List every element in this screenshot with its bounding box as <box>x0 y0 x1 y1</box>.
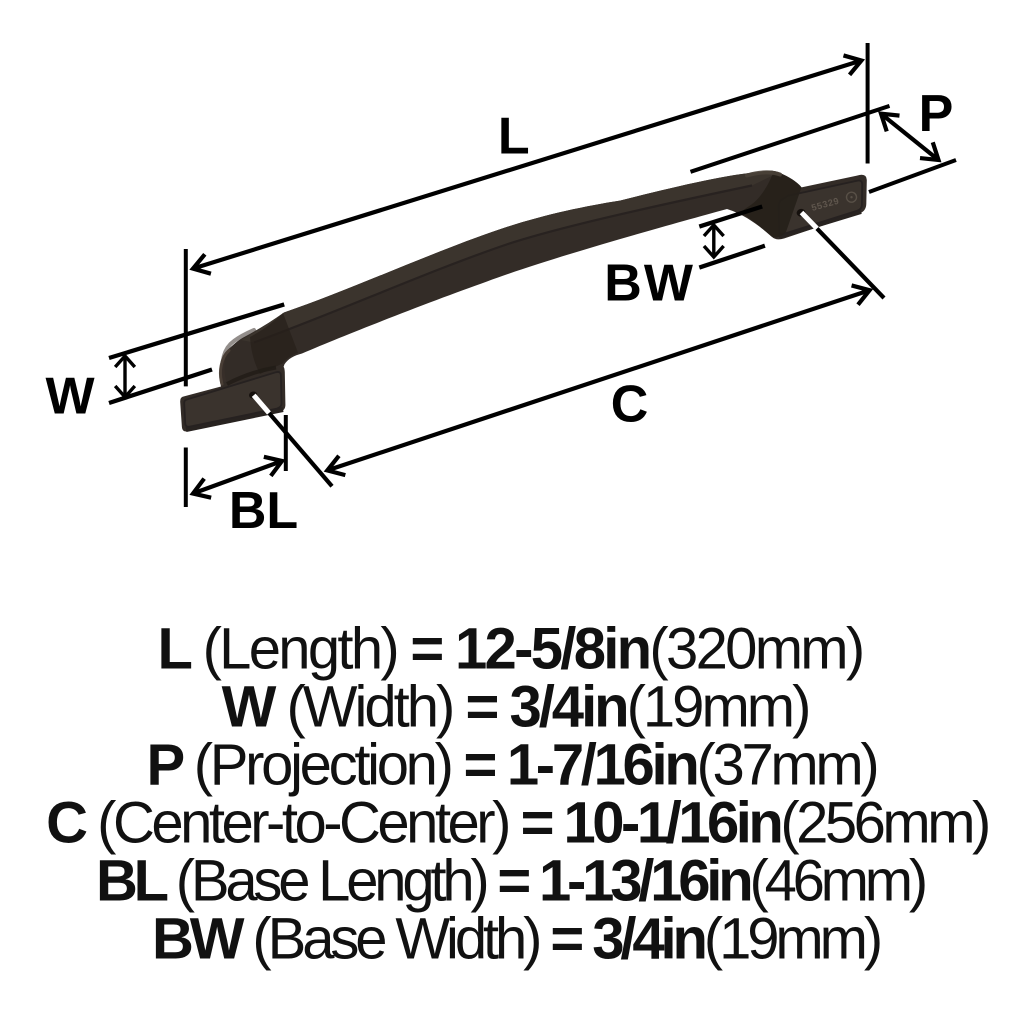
svg-text:C (Center-to-Center) = 10-1/16: C (Center-to-Center) = 10-1/16in(256mm) <box>46 791 988 856</box>
svg-text:BL: BL <box>229 482 298 540</box>
svg-text:C: C <box>611 376 649 434</box>
svg-text:P: P <box>919 85 954 143</box>
svg-text:L: L <box>498 108 530 166</box>
svg-text:P (Projection) = 1-7/16in(37mm: P (Projection) = 1-7/16in(37mm) <box>147 733 877 798</box>
svg-text:L (Length) = 12-5/8in(320mm): L (Length) = 12-5/8in(320mm) <box>157 617 862 682</box>
svg-text:W (Width) = 3/4in(19mm): W (Width) = 3/4in(19mm) <box>222 675 809 740</box>
svg-text:BW: BW <box>604 255 695 313</box>
svg-text:BW (Base Width) = 3/4in(19mm): BW (Base Width) = 3/4in(19mm) <box>152 907 880 972</box>
svg-text:W: W <box>45 368 95 426</box>
svg-text:BL (Base Length) = 1-13/16in(4: BL (Base Length) = 1-13/16in(46mm) <box>96 849 925 914</box>
